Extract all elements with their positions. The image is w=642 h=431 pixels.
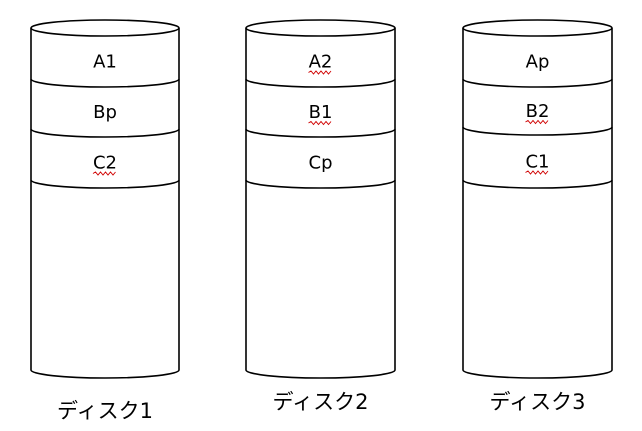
spellcheck-underline xyxy=(308,70,332,75)
disk-segment: Cp xyxy=(245,153,396,189)
disk-top-ellipse xyxy=(462,19,613,37)
disk-segment: C1 xyxy=(462,152,613,189)
disk-segment: A2 xyxy=(245,52,396,88)
spellcheck-underline xyxy=(525,119,549,125)
disk-segment: A1 xyxy=(30,52,180,88)
spellcheck-underline xyxy=(92,171,116,176)
segment-label: B2 xyxy=(526,101,550,122)
disk-top-ellipse xyxy=(245,19,396,37)
disk-bottom-arc xyxy=(30,369,180,379)
segment-label: Ap xyxy=(526,52,550,73)
disk-segment: Ap xyxy=(462,52,613,88)
segment-label: A1 xyxy=(93,52,117,73)
segment-label: Bp xyxy=(93,102,117,123)
disk-label: ディスク2 xyxy=(273,390,369,414)
segment-label: B1 xyxy=(309,102,333,123)
disk-bottom-arc xyxy=(245,369,396,379)
segment-divider-arc xyxy=(462,78,613,88)
segment-divider-arc xyxy=(30,78,180,88)
disk-segment: B1 xyxy=(245,102,396,138)
segment-divider-arc xyxy=(462,126,613,136)
segment-divider-arc xyxy=(462,179,613,189)
segment-label: A2 xyxy=(309,52,333,73)
segment-divider-arc xyxy=(30,128,180,138)
disk-segment: Bp xyxy=(30,102,180,138)
disk-segment: B2 xyxy=(462,101,613,136)
segment-divider-arc xyxy=(30,179,180,189)
disk-label: ディスク1 xyxy=(57,399,153,423)
segment-label: Cp xyxy=(309,153,333,174)
disk-top-ellipse xyxy=(30,19,180,37)
segment-label: C2 xyxy=(93,153,117,174)
spellcheck-underline xyxy=(525,170,549,175)
segment-label: C1 xyxy=(525,152,549,173)
spellcheck-underline xyxy=(308,120,332,126)
disk-segment: C2 xyxy=(30,153,180,189)
segment-divider-arc xyxy=(245,179,396,189)
disk-label: ディスク3 xyxy=(490,390,586,414)
segment-divider-arc xyxy=(245,128,396,138)
segment-divider-arc xyxy=(245,78,396,88)
disk-bottom-arc xyxy=(462,369,613,379)
